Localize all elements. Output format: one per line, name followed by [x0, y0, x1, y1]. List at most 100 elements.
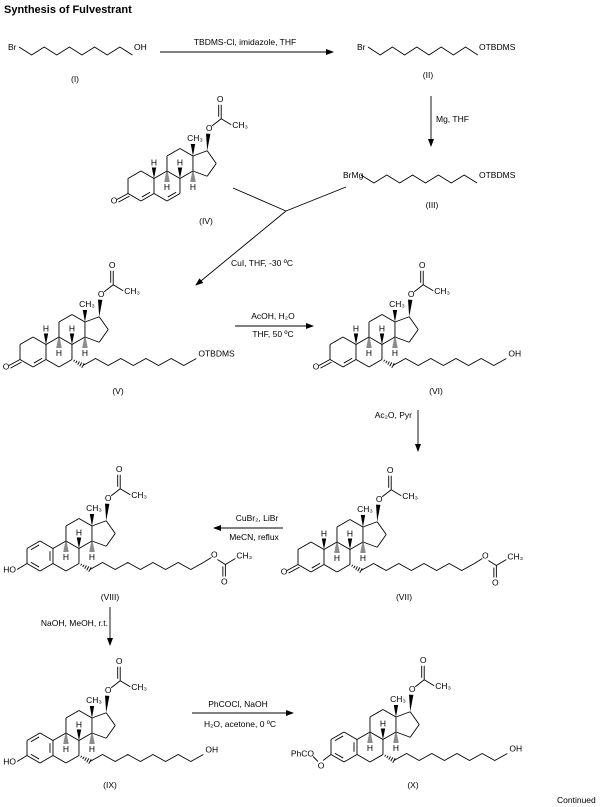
- ring-bond: [71, 314, 86, 323]
- hash-line: [389, 362, 393, 367]
- wedge-bond: [321, 538, 327, 550]
- acetate-methyl-label: CH₃: [402, 491, 418, 501]
- phenol-hydroxyl-label: HO: [3, 565, 16, 575]
- alkyl-chain: [18, 46, 133, 56]
- c8-hydrogen-label: H: [69, 324, 75, 334]
- acetate-oxygen-label: O: [409, 684, 416, 694]
- ring-bond: [98, 329, 109, 343]
- hash-line: [82, 756, 85, 760]
- reagent-label-step8-bottom: H₂O, acetone, 0 ºC: [204, 719, 276, 729]
- c14-hydrogen-label: H: [360, 553, 366, 563]
- ring-bond: [409, 724, 420, 738]
- hash-line: [80, 563, 83, 566]
- hashed-bond: [63, 734, 69, 744]
- ketone-oxygen-label: O: [3, 362, 10, 372]
- c14-hydrogen-label: H: [392, 348, 398, 358]
- ring-bond: [52, 732, 67, 741]
- c18-methyl-label: CH₃: [79, 299, 95, 309]
- carbonyl-bond: [10, 361, 22, 369]
- ring-bond: [84, 336, 100, 343]
- hash-line: [383, 359, 386, 362]
- ring-bond: [394, 336, 410, 343]
- ring-bond: [323, 541, 338, 550]
- double-bond-line: [33, 357, 43, 364]
- hashed-bond: [80, 755, 92, 764]
- hash-line: [86, 758, 90, 763]
- ring-bond: [355, 359, 370, 368]
- hash-line: [82, 564, 85, 568]
- ring-bond: [310, 541, 325, 550]
- acetate-methyl-label: CH₃: [131, 682, 147, 692]
- c14-hydrogen-label: H: [82, 348, 88, 358]
- ring-bond: [105, 533, 116, 547]
- double-bond-line: [30, 736, 40, 743]
- reagent-label-step5: Ac₂O, Pyr: [375, 410, 412, 420]
- c18-methyl-label: CH₃: [86, 503, 102, 513]
- methyl-bond: [390, 489, 402, 497]
- ring-bond: [336, 519, 351, 528]
- ring-bond: [91, 520, 107, 527]
- ring-bond: [368, 359, 383, 368]
- ring-bond: [98, 316, 109, 330]
- ring-bond: [330, 731, 345, 740]
- wedge-bond: [392, 310, 398, 322]
- ring-bond: [192, 150, 208, 157]
- ring-bond: [127, 193, 142, 202]
- alkyl-chain: [392, 357, 507, 367]
- bromomagnesium-label: BrMg: [343, 170, 364, 180]
- ring-bond: [91, 540, 107, 547]
- c9-hydrogen-label: H: [56, 348, 62, 358]
- wedge-bond: [379, 333, 385, 345]
- ring-bond: [369, 731, 384, 740]
- ring-bond: [368, 336, 383, 345]
- c14-hydrogen-label: H: [89, 744, 95, 754]
- compound-label-VIII: (VIII): [101, 592, 120, 602]
- ring-bond: [297, 541, 312, 550]
- ring-bond: [408, 329, 419, 343]
- compound-label-X: (X): [407, 780, 419, 790]
- hash-line: [387, 361, 390, 365]
- ring-bond: [45, 359, 60, 368]
- hydroxyl-label: OH: [134, 42, 147, 52]
- ring-bond: [91, 712, 107, 719]
- chain-end-label: OH: [509, 744, 522, 754]
- ring-bond: [39, 563, 54, 572]
- hydroxyl-bond: [16, 563, 28, 570]
- ring-bond: [58, 359, 73, 368]
- hashed-bond: [63, 542, 69, 552]
- wedge-bond: [206, 133, 211, 151]
- ketone-oxygen-label: O: [313, 362, 320, 372]
- ester-bond: [322, 754, 332, 761]
- wedge-bond: [89, 706, 95, 718]
- c8-hydrogen-label: H: [76, 720, 82, 730]
- c14-hydrogen-label: H: [190, 182, 196, 192]
- wedge-bond: [408, 299, 413, 317]
- hash-line: [388, 756, 391, 760]
- ring-bond: [408, 316, 419, 330]
- ring-bond: [369, 709, 384, 718]
- ring-bond: [362, 521, 378, 528]
- acetate-methyl-label: CH₃: [232, 120, 248, 130]
- chain-end-label: OH: [508, 349, 521, 359]
- ester-bond: [217, 559, 226, 565]
- acetate-carbonyl-oxygen-label: O: [109, 260, 116, 270]
- ring-bond: [65, 563, 80, 572]
- otbdms-label: OTBDMS: [479, 42, 516, 52]
- wedge-bond: [151, 167, 157, 179]
- ring-bond: [297, 564, 312, 573]
- ester-bond: [103, 284, 114, 293]
- methyl-bond: [119, 488, 131, 496]
- wedge-bond: [347, 538, 353, 550]
- reagent-label-step2: Mg, THF: [436, 114, 469, 124]
- ring-bond: [71, 336, 86, 345]
- hash-line: [353, 565, 356, 569]
- ring-bond: [52, 755, 67, 764]
- ring-bond: [329, 336, 344, 345]
- ring-bond: [356, 731, 371, 740]
- ring-bond: [78, 540, 93, 549]
- acetate-carbonyl-oxygen-label: O: [419, 260, 426, 270]
- compound-label-II: (II): [423, 70, 434, 80]
- ester-bond: [110, 680, 121, 689]
